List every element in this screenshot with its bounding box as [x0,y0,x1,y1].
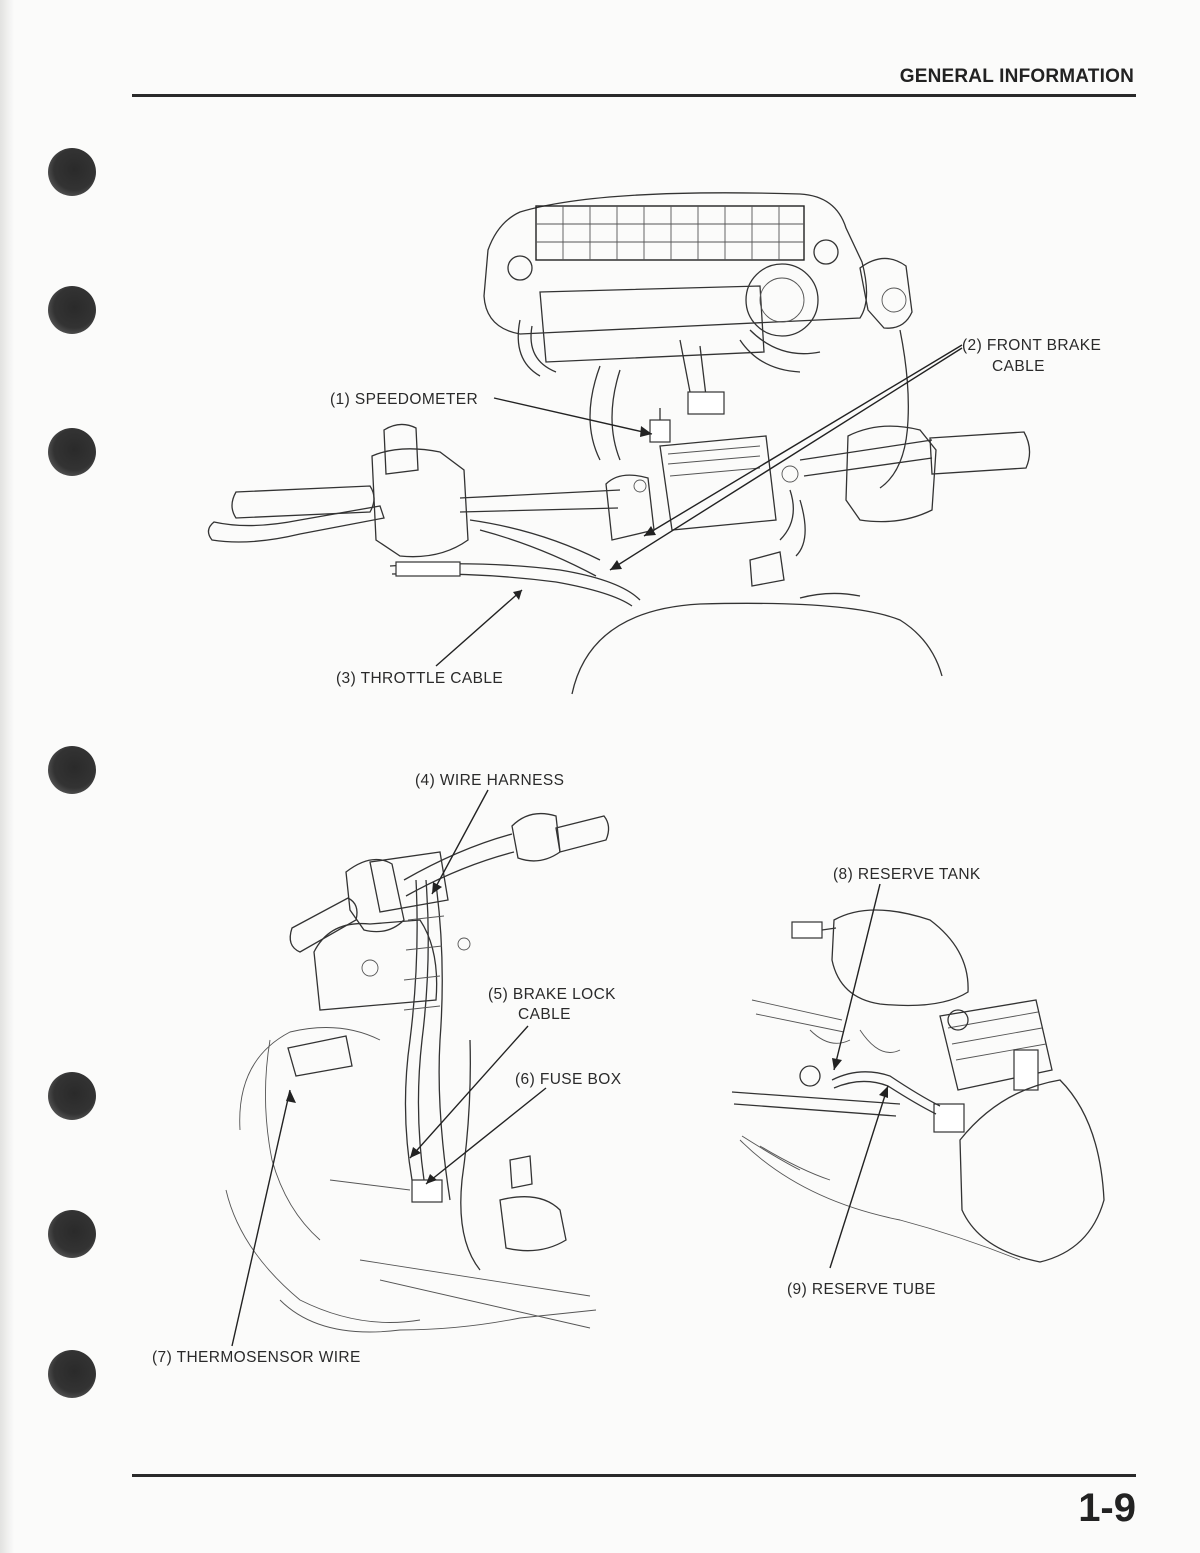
binder-hole [48,746,96,794]
top-leader-lines [435,344,963,667]
handlebar-illustration [207,192,1031,695]
callout-wire-harness: (4) WIRE HARNESS [415,772,564,789]
callout-brake-lock-cable-2: CABLE [518,1006,571,1023]
bottom-left-leader-lines [231,789,547,1347]
callout-front-brake-cable-2: CABLE [992,358,1045,375]
reserve-tank-illustration [731,909,1105,1263]
footer-rule [132,1474,1136,1477]
callout-speedometer: (1) SPEEDOMETER [330,391,478,408]
callout-reserve-tank: (8) RESERVE TANK [833,866,981,883]
page-edge-shadow [0,0,14,1553]
callout-front-brake-cable: (2) FRONT BRAKE [962,337,1101,354]
callout-throttle-cable: (3) THROTTLE CABLE [336,670,503,687]
binder-hole [48,286,96,334]
callout-reserve-tube: (9) RESERVE TUBE [787,1281,936,1298]
callout-fuse-box: (6) FUSE BOX [515,1071,622,1088]
header-rule [132,94,1136,97]
binder-hole [48,1210,96,1258]
binder-hole [48,1350,96,1398]
bottom-right-leader-lines [829,883,889,1269]
page-number: 1-9 [1078,1486,1136,1530]
section-header: GENERAL INFORMATION [899,66,1134,87]
binder-hole [48,1072,96,1120]
binder-hole [48,148,96,196]
callout-thermosensor-wire: (7) THERMOSENSOR WIRE [152,1349,361,1366]
binder-hole [48,428,96,476]
callout-brake-lock-cable: (5) BRAKE LOCK [488,986,616,1003]
steering-harness-illustration [225,812,610,1333]
